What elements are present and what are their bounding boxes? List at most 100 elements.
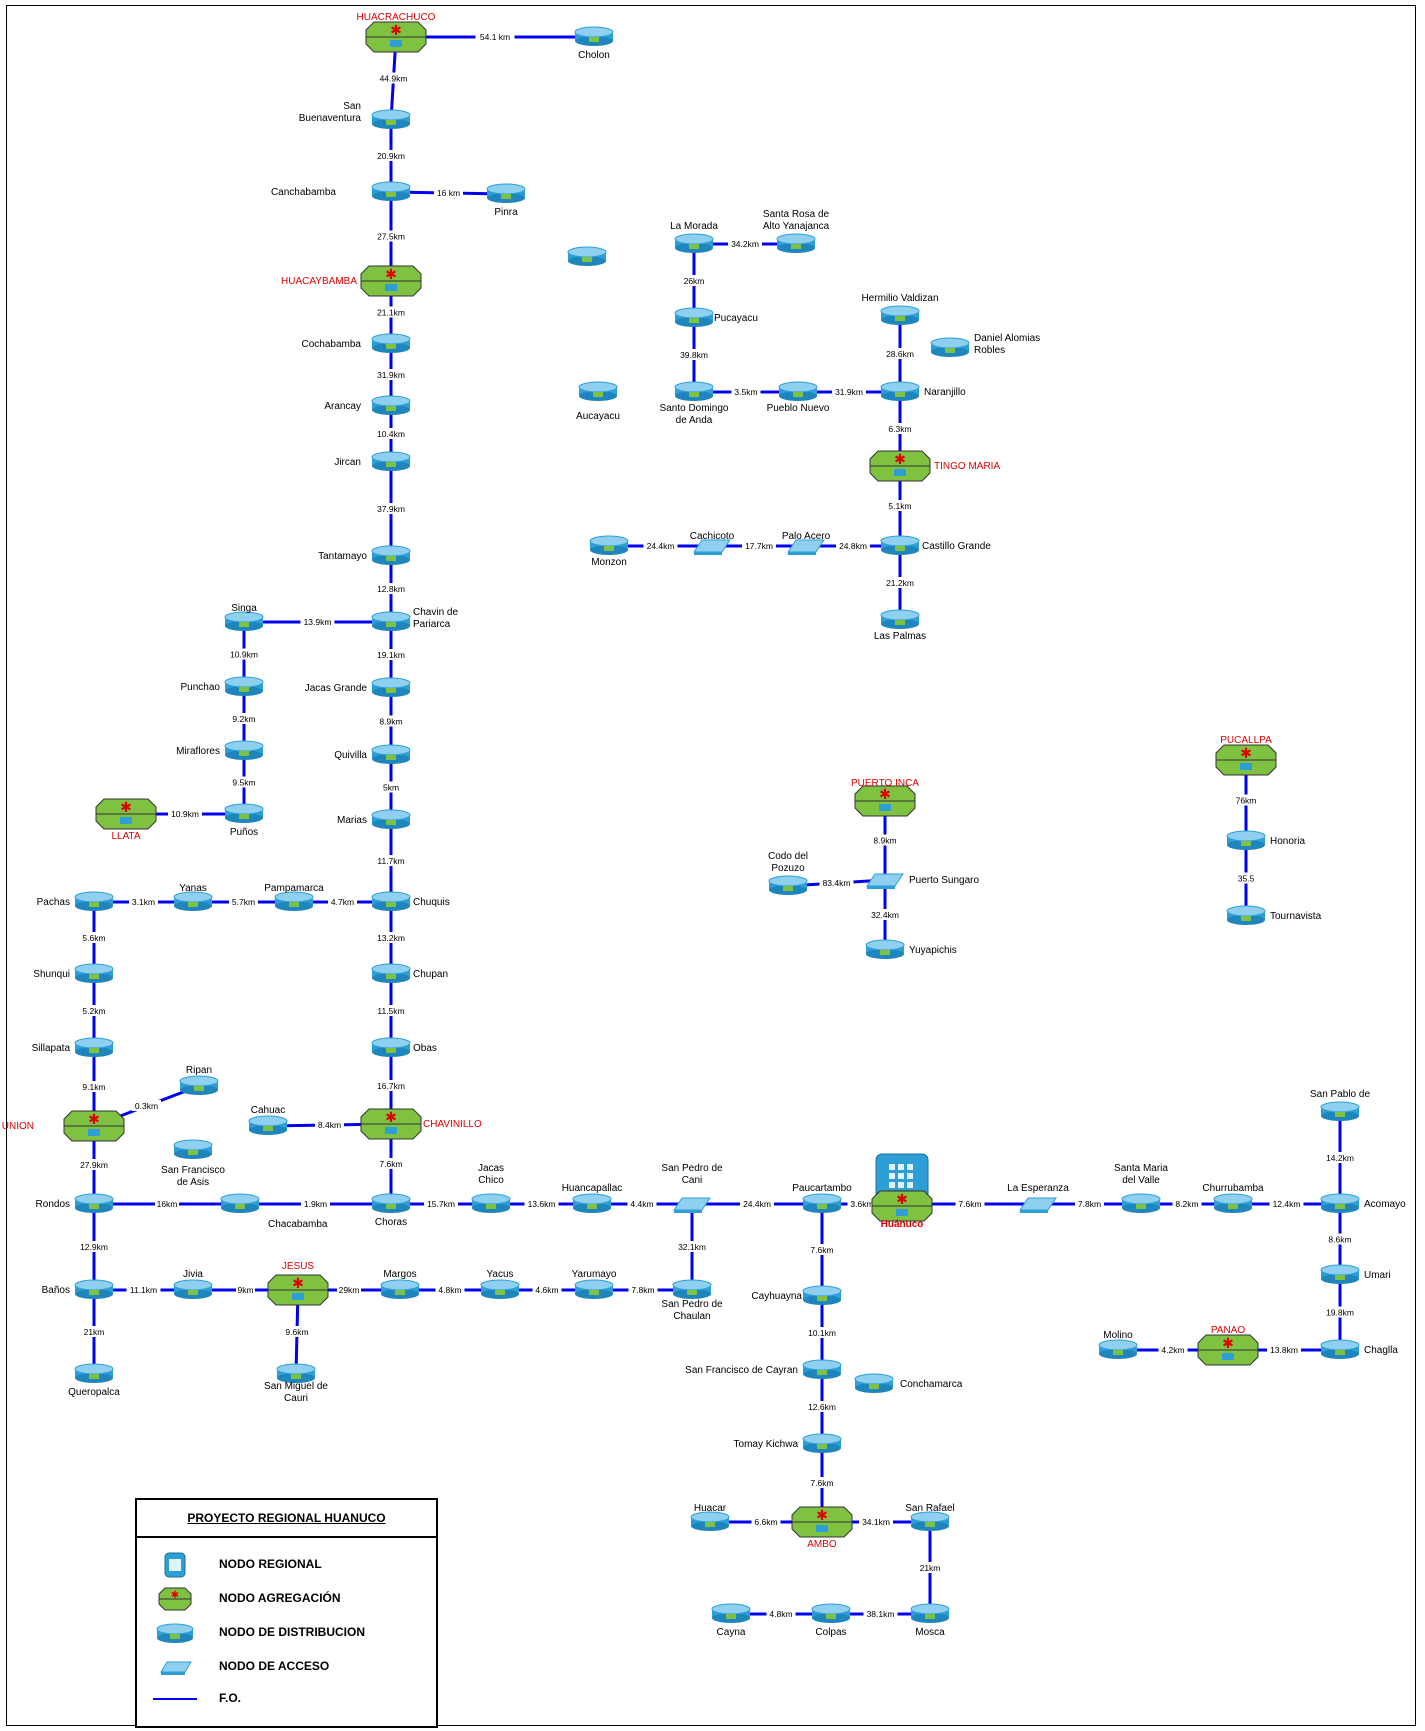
node-panao[interactable]: ✱PANAO (1197, 1325, 1259, 1366)
node-cochabamba[interactable]: Cochabamba (302, 333, 411, 353)
node-pachas[interactable]: Pachas (37, 891, 114, 911)
node-cayna[interactable]: Cayna (711, 1603, 751, 1638)
node-huacrachuco[interactable]: ✱HUACRACHUCO (357, 12, 436, 53)
node-pinra[interactable]: Pinra (486, 183, 526, 218)
node-tingomaria[interactable]: ✱TINGO MARIA (869, 450, 1000, 482)
node-jircan[interactable]: Jircan (334, 451, 411, 471)
node-honoria[interactable]: Honoria (1226, 830, 1305, 850)
node-ambo[interactable]: ✱AMBO (791, 1506, 853, 1550)
node-jacasgrande[interactable]: Jacas Grande (305, 677, 411, 697)
link-label-bg (435, 1284, 465, 1295)
node-huancapallac[interactable]: Huancapallac (562, 1183, 623, 1213)
node-jesus[interactable]: ✱JESUS (267, 1261, 329, 1306)
node-sillapata[interactable]: Sillapata (32, 1037, 114, 1057)
node-lamorada[interactable]: La Morada (670, 221, 718, 253)
node-sanrafael[interactable]: San Rafael (905, 1503, 955, 1531)
node-laesperanza[interactable]: La Esperanza (1007, 1183, 1069, 1213)
node-jivia[interactable]: Jivia (173, 1269, 213, 1299)
aggregation-node-icon: ✱ (1197, 1334, 1259, 1366)
node-umari[interactable]: Umari (1320, 1264, 1391, 1284)
node-huacar[interactable]: Huacar (690, 1503, 730, 1531)
node-punchao[interactable]: Punchao (181, 676, 264, 696)
node-launion[interactable]: ✱LA UNION (0, 1110, 125, 1142)
node-lasplamas[interactable]: Las Palmas (874, 609, 926, 642)
node-yacus[interactable]: Yacus (480, 1269, 520, 1299)
node-castillogrande[interactable]: Castillo Grande (880, 535, 991, 555)
node-colpas[interactable]: Colpas (811, 1603, 851, 1638)
node-santarosa[interactable]: Santa Rosa de Alto YanajancaSanta Rosa d… (763, 209, 830, 253)
node-pampamarca[interactable]: Pampamarca (264, 883, 324, 911)
node-puertosungaro[interactable]: Puerto Sungaro (866, 873, 979, 889)
node-cayhuayna[interactable]: Cayhuayna (751, 1285, 842, 1305)
node-mosca[interactable]: Mosca (910, 1603, 950, 1638)
node-yuyapichis[interactable]: Yuyapichis (865, 939, 957, 959)
node-paloacero[interactable]: Palo Acero (782, 531, 831, 555)
node-llata[interactable]: ✱LLATA (95, 798, 157, 842)
node-chuquis[interactable]: Chuquis (371, 891, 450, 911)
node-aucayacu[interactable]: Aucayacu (576, 381, 620, 422)
node-ripan[interactable]: Ripan (179, 1065, 219, 1095)
node-cholon[interactable]: Cholon (574, 26, 614, 61)
link-label-bg (819, 877, 854, 888)
node-obas[interactable]: Obas (371, 1037, 437, 1057)
node-pueblonuevo[interactable]: Pueblo Nuevo (767, 381, 830, 414)
node-punos[interactable]: Puños (224, 803, 264, 838)
node-singa[interactable]: Singa (224, 603, 264, 631)
link-label-bg (328, 896, 357, 907)
node-churrubamba[interactable]: Churrubamba (1202, 1183, 1264, 1213)
node-chupan[interactable]: Chupan (371, 963, 448, 983)
node-marias[interactable]: Marias (337, 809, 411, 829)
node-cachicoto[interactable]: Cachicoto (690, 531, 735, 555)
node-monzon[interactable]: Monzon (589, 535, 629, 568)
node-quivilla[interactable]: Quivilla (334, 744, 411, 764)
node-margos[interactable]: Margos (380, 1269, 420, 1299)
node-sanpablo[interactable]: San Pablo de (1310, 1089, 1370, 1121)
node-huanuco[interactable]: ✱Huánuco (871, 1153, 933, 1230)
link-label-bg (863, 1608, 898, 1619)
node-tantamayo[interactable]: Tantamayo (318, 545, 411, 565)
node-conchamarca[interactable]: Conchamarca (854, 1373, 963, 1393)
link-label-bg (1323, 1306, 1357, 1318)
node-molino[interactable]: Molino (1098, 1330, 1138, 1359)
node-sanfcayran[interactable]: San Francisco de Cayran (685, 1359, 842, 1379)
node-shunqui[interactable]: Shunqui (33, 963, 114, 983)
node-acomayo[interactable]: Acomayo (1320, 1193, 1406, 1213)
node-yarumayo[interactable]: Yarumayo (572, 1269, 617, 1299)
node-yanas[interactable]: Yanas (173, 883, 213, 911)
node-huacaybamba[interactable]: ✱HUACAYBAMBA (281, 265, 422, 297)
node-chacabamba[interactable]: Chacabamba (220, 1193, 328, 1230)
node-choras[interactable]: Choras (371, 1193, 411, 1228)
node-arancay[interactable]: Arancay (324, 395, 411, 415)
node-hermilio[interactable]: Hermilio Valdizan (861, 293, 939, 325)
node-banos[interactable]: Baños (42, 1279, 114, 1299)
node-isolated1[interactable] (567, 246, 607, 266)
node-tomaykichwa[interactable]: Tomay Kichwa (734, 1433, 842, 1453)
node-queropalca[interactable]: Queropalca (68, 1363, 120, 1398)
node-rondos[interactable]: Rondos (36, 1193, 114, 1213)
distribution-node-icon (768, 875, 808, 895)
node-pucayacu[interactable]: Pucayacu (674, 307, 758, 327)
link-distance-label: 17.7km (745, 541, 773, 551)
link-label-bg (229, 713, 259, 724)
node-miraflores[interactable]: Miraflores (176, 740, 264, 760)
node-naranjillo[interactable]: Naranjillo (880, 381, 966, 401)
node-puertoinca[interactable]: ✱PUERTO INCA (851, 778, 919, 817)
node-chaglla[interactable]: Chaglla (1320, 1339, 1398, 1359)
node-canchabamba[interactable]: Canchabamba (271, 181, 411, 201)
node-tournavista[interactable]: Tournavista (1226, 905, 1322, 925)
node-paucartambo[interactable]: Paucartambo (792, 1183, 852, 1213)
node-cahuac[interactable]: Cahuac (248, 1105, 288, 1135)
node-chavinillo[interactable]: ✱CHAVINILLO (360, 1108, 482, 1140)
node-pucallpa[interactable]: ✱PUCALLPA (1215, 735, 1277, 776)
